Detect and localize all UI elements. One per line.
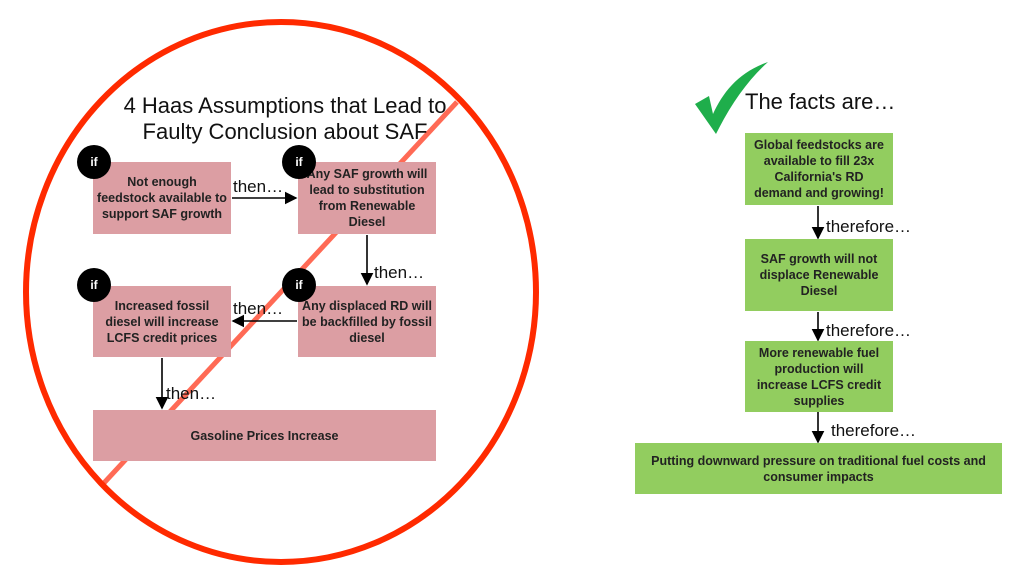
- assumption-text-4: Increased fossil diesel will increase LC…: [105, 298, 219, 345]
- if-badge-1: if: [77, 145, 111, 179]
- fact-text-2: SAF growth will not displace Renewable D…: [759, 252, 879, 298]
- therefore-label-2: therefore…: [826, 321, 912, 340]
- assumption-text-2: Any SAF growth will lead to substitution…: [306, 167, 428, 229]
- then-label-2: then…: [374, 263, 425, 282]
- then-label-1: then…: [233, 177, 284, 196]
- assumption-text-3: Any displaced RD will be backfilled by f…: [302, 298, 432, 345]
- prohibition-circle: [23, 19, 539, 565]
- fact-box-2: SAF growth will not displace Renewable D…: [745, 239, 893, 311]
- assumption-box-1: Not enough feedstock available to suppor…: [93, 162, 231, 234]
- fact-box-1: Global feedstocks are available to fill …: [745, 133, 893, 205]
- fact-text-4: Putting downward pressure on traditional…: [651, 453, 986, 484]
- left-title-line2: Faulty Conclusion about SAF: [142, 119, 428, 144]
- therefore-label-1: therefore…: [826, 217, 912, 236]
- fact-text-1: Global feedstocks are available to fill …: [754, 138, 884, 200]
- conclusion-text: Gasoline Prices Increase: [190, 428, 339, 443]
- fact-text-3: More renewable fuel production will incr…: [756, 345, 882, 408]
- left-title: 4 Haas Assumptions that Lead to Faulty C…: [100, 93, 470, 145]
- then-label-4: then…: [166, 384, 217, 403]
- fact-box-3: More renewable fuel production will incr…: [745, 341, 893, 412]
- if-badge-label: if: [295, 278, 303, 292]
- therefore-label-3: therefore…: [831, 421, 917, 440]
- assumption-box-3: Any displaced RD will be backfilled by f…: [298, 286, 436, 357]
- if-badge-label: if: [90, 155, 98, 169]
- checkmark-icon: [695, 62, 768, 134]
- if-badge-2: if: [282, 145, 316, 179]
- if-badge-3: if: [282, 268, 316, 302]
- assumption-box-4: Increased fossil diesel will increase LC…: [93, 286, 231, 357]
- facts-title: The facts are…: [745, 89, 896, 114]
- if-badge-4: if: [77, 268, 111, 302]
- assumption-text-1: Not enough feedstock available to suppor…: [97, 175, 227, 221]
- if-badge-label: if: [90, 278, 98, 292]
- left-title-line1: 4 Haas Assumptions that Lead to: [123, 93, 447, 118]
- assumption-box-2: Any SAF growth will lead to substitution…: [298, 162, 436, 234]
- fact-box-4: Putting downward pressure on traditional…: [635, 443, 1002, 494]
- then-label-3: then…: [233, 299, 284, 318]
- conclusion-box: Gasoline Prices Increase: [93, 410, 436, 461]
- if-badge-label: if: [295, 155, 303, 169]
